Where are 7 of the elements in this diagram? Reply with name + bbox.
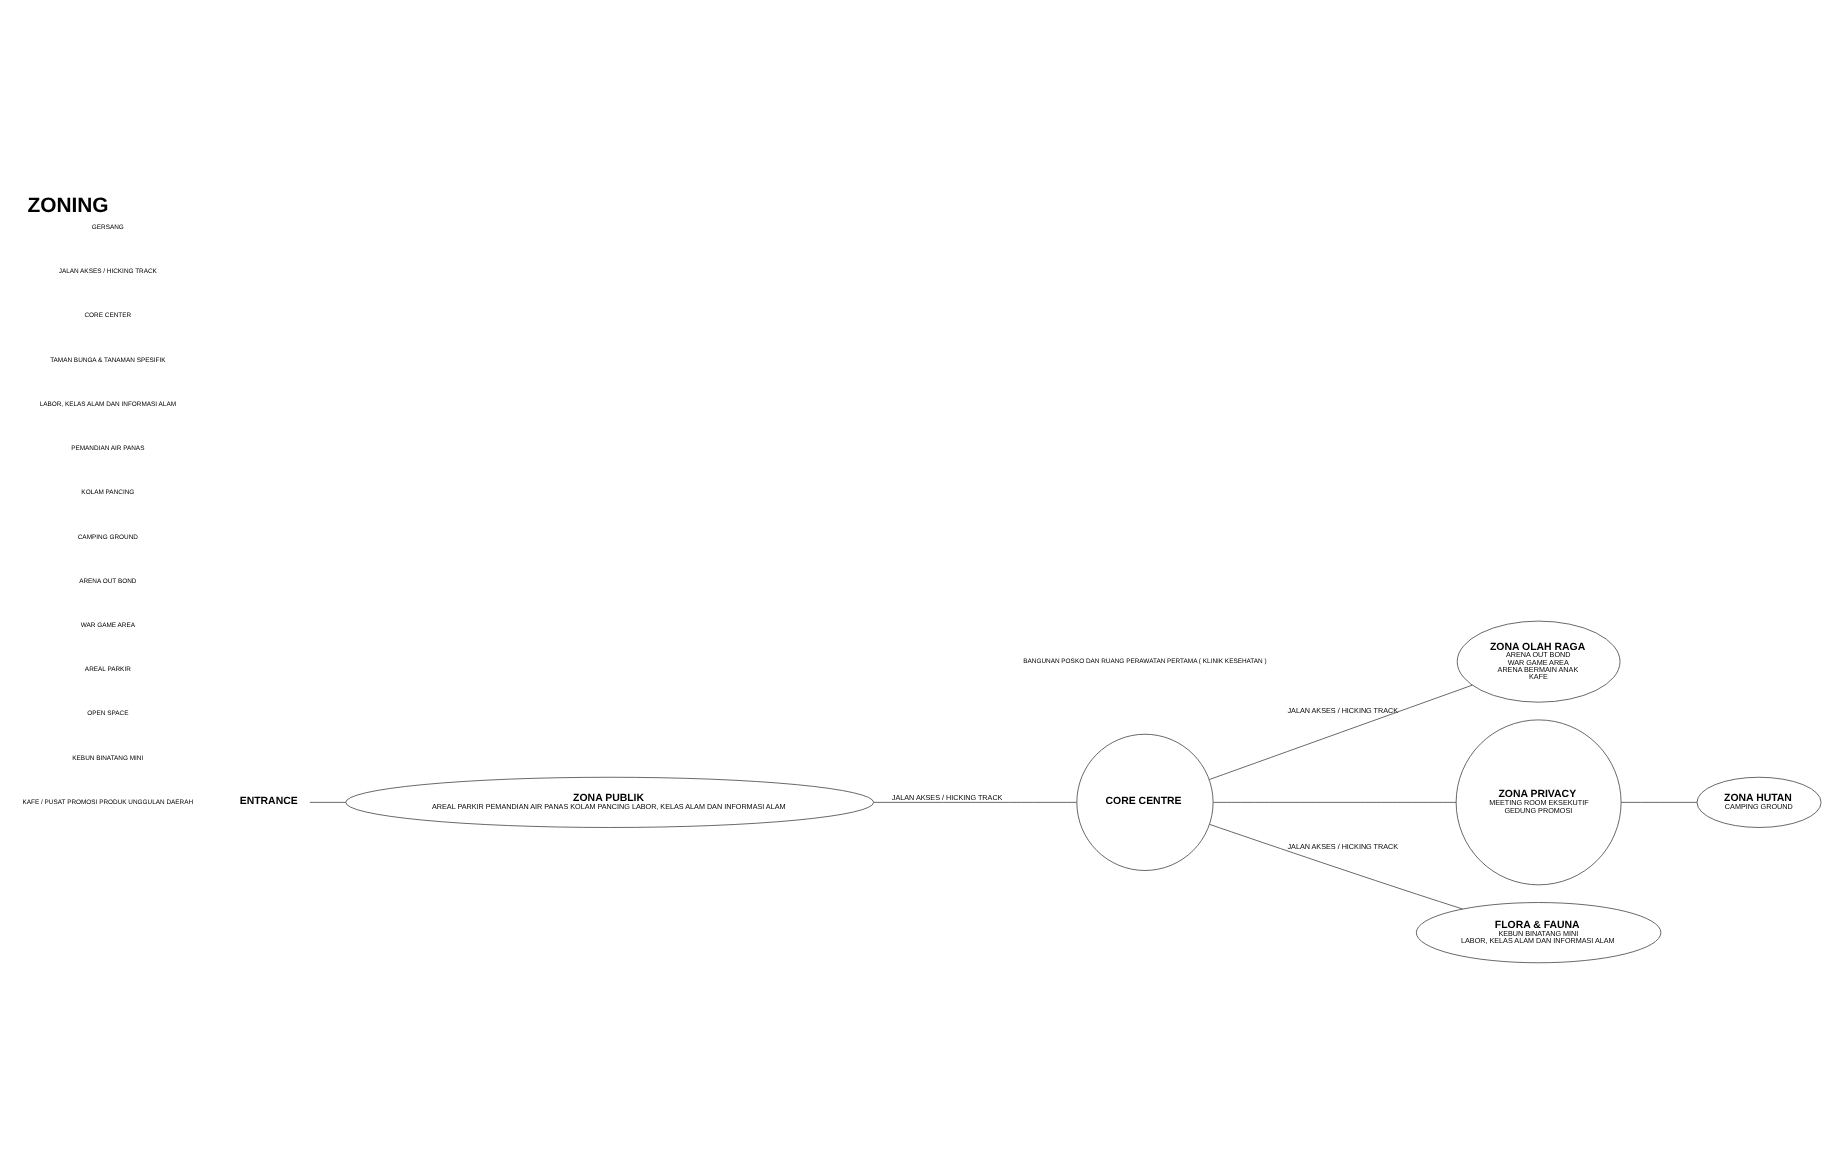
connector	[1209, 823, 1463, 909]
connector	[309, 800, 347, 802]
connector	[873, 800, 1077, 802]
connector	[1209, 683, 1473, 779]
connector	[1213, 800, 1457, 802]
diagram-title: ZONING	[27, 195, 109, 218]
connector	[1620, 800, 1698, 802]
